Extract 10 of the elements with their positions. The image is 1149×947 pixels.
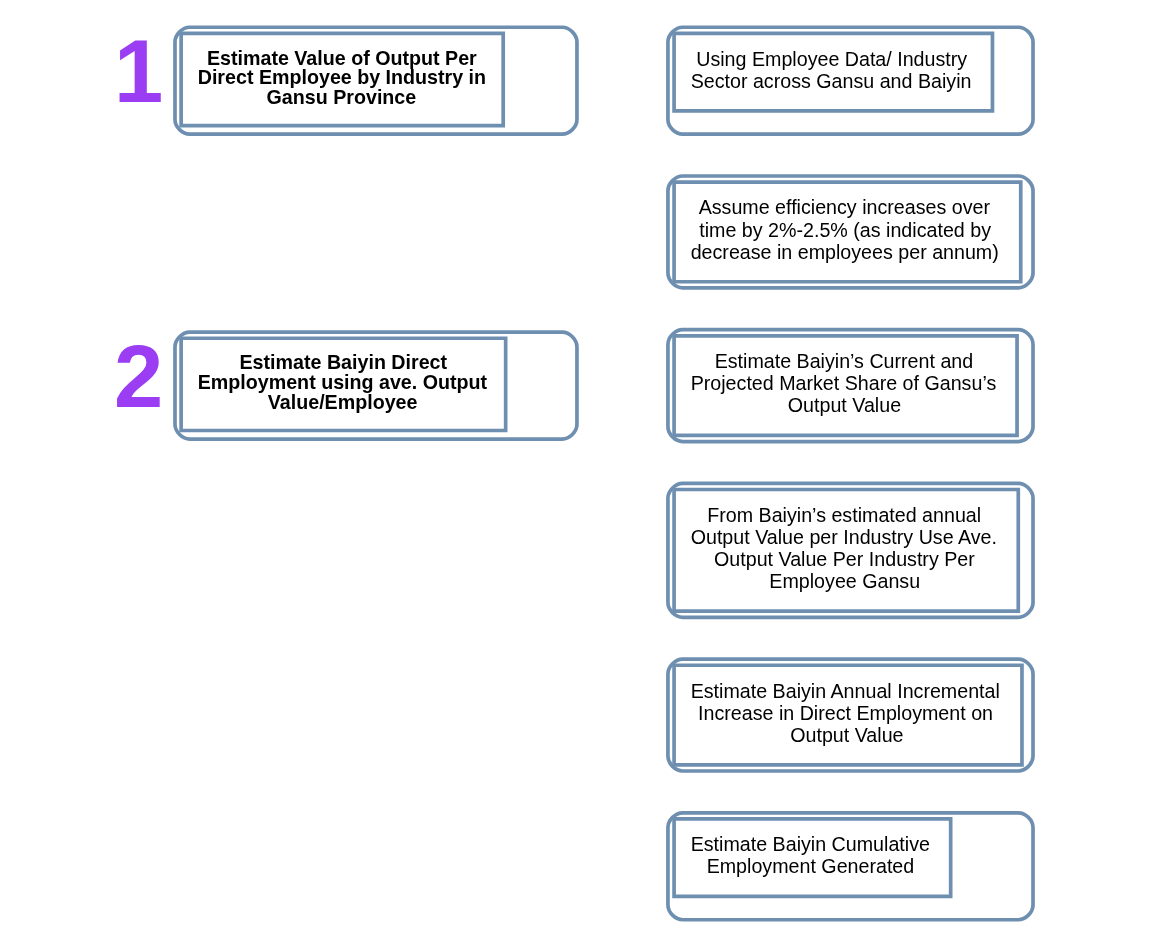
node-box: Estimate Baiyin’s Current and Projected Market Share of Gansu’s Output Value: [666, 327, 1035, 444]
node-label: 2: [114, 326, 164, 426]
node-box: Using Employee Data/ Industry Sector across Gansu and Baiyin: [666, 25, 1035, 137]
node-box: Estimate Baiyin Cumulative Employment Generated: [666, 810, 1035, 922]
node-box: Estimate Baiyin Annual Incremental Increase in Direct Employment on Output Value: [666, 657, 1035, 773]
node-box: From Baiyin’s estimated annual Output Value per Industry Use Ave. Output Value Per Industry Per Employee Gansu: [666, 481, 1035, 620]
node-box: Estimate Value of Output Per Direct Employee by Industry in Gansu Province: [173, 25, 579, 137]
node-box: Assume efficiency increases over time by 2%-2.5% (as indicated by decrease in employees per annum): [666, 174, 1035, 290]
node-label: 1: [114, 21, 164, 121]
node-box: Estimate Baiyin Direct Employment using ave. Output Value/Employee: [173, 330, 579, 441]
